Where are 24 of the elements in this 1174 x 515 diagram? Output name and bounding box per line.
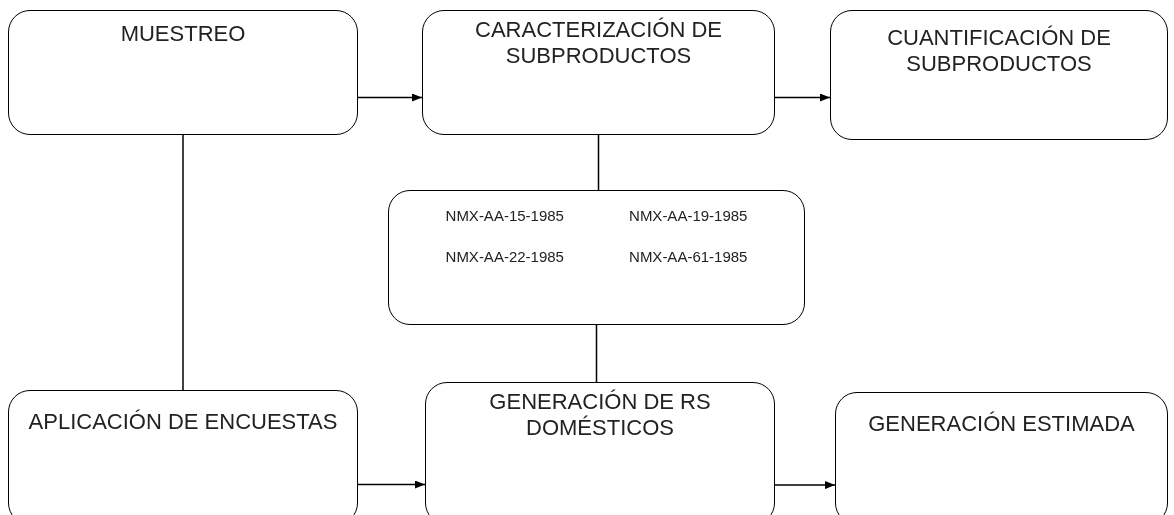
box-label: MUESTREO [119, 21, 247, 47]
arrow [774, 481, 836, 490]
connector-line [595, 324, 598, 383]
standard-code: NMX-AA-19-1985 [628, 206, 749, 226]
process-box [8, 10, 358, 135]
process-box [425, 382, 775, 515]
process-box [830, 10, 1168, 140]
standard-code: NMX-AA-22-1985 [444, 246, 565, 267]
box-label: APLICACIÓN DE ENCUESTAS [27, 409, 339, 435]
box-label: CUANTIFICACIÓN DE SUBPRODUCTOS [886, 25, 1112, 77]
process-box [422, 10, 775, 135]
arrow [357, 480, 426, 489]
box-label: GENERACIÓN ESTIMADA [867, 411, 1136, 437]
standard-code: NMX-AA-15-1985 [444, 206, 565, 226]
standard-code: NMX-AA-61-1985 [628, 246, 749, 267]
arrow [774, 93, 831, 102]
connector-line [182, 134, 184, 391]
process-box [835, 392, 1168, 515]
arrow [357, 93, 423, 102]
box-label: CARACTERIZACIÓN DE SUBPRODUCTOS [474, 17, 723, 69]
box-label: GENERACIÓN DE RS DOMÉSTICOS [488, 389, 712, 441]
process-box [8, 390, 358, 515]
process-box [388, 190, 805, 325]
connector-line [597, 134, 600, 191]
